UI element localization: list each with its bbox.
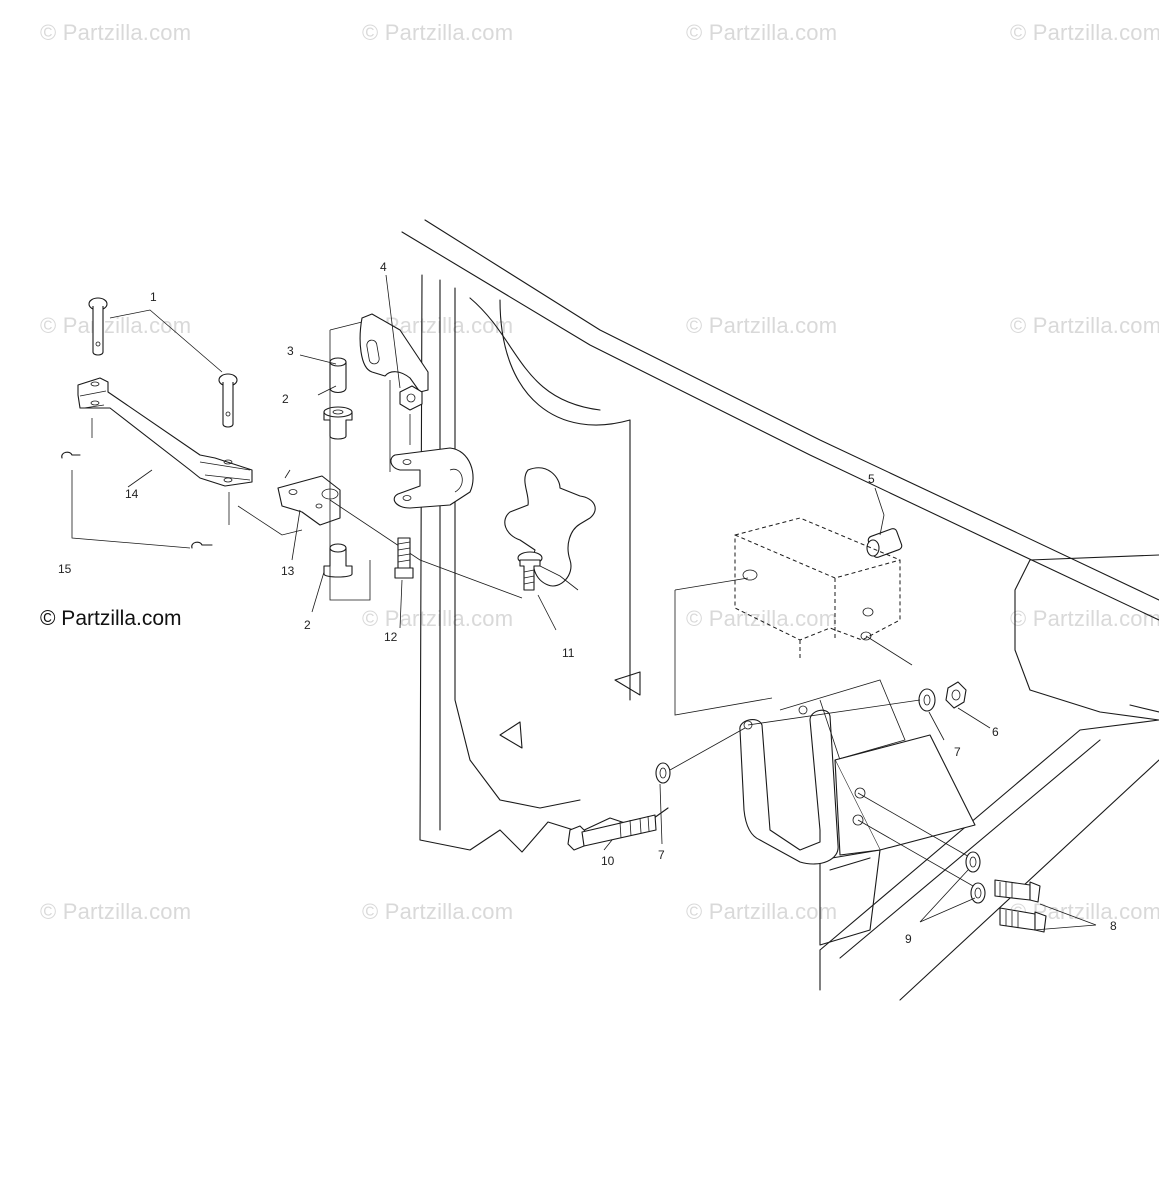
washer-7-lower — [655, 727, 746, 784]
bolt-12 — [394, 537, 414, 579]
watermark-text: © Partzilla.com — [40, 20, 192, 45]
callout-10: 10 — [601, 854, 615, 868]
bushing-2-upper — [323, 406, 353, 440]
component-box — [674, 517, 913, 716]
nut-6 — [945, 681, 967, 709]
bushing-2-lower — [323, 543, 353, 578]
callout-5: 5 — [868, 472, 875, 486]
partzilla-credit: © Partzilla.com — [40, 607, 182, 630]
callout-11: 11 — [562, 646, 575, 660]
watermark-text: © Partzilla.com — [1010, 313, 1159, 338]
link-rod-14 — [77, 377, 253, 525]
callout-2-upper: 2 — [282, 392, 289, 406]
callout-2-lower: 2 — [304, 618, 311, 632]
callout-12: 12 — [384, 630, 398, 644]
watermark-text: © Partzilla.com — [1010, 606, 1159, 631]
watermark-text: © Partzilla.com — [686, 20, 838, 45]
watermark-text: © Partzilla.com — [686, 899, 838, 924]
mounting-bracket — [739, 679, 906, 865]
watermark-text: © Partzilla.com — [40, 899, 192, 924]
bolt-axis-line — [747, 699, 921, 726]
bolt-10 — [567, 814, 657, 851]
washer-7-upper — [918, 688, 936, 712]
watermark-text: © Partzilla.com — [362, 20, 514, 45]
bolt-8 — [994, 879, 1047, 933]
callout-13: 13 — [281, 564, 295, 578]
callout-14: 14 — [125, 487, 139, 501]
callout-4: 4 — [380, 260, 387, 274]
bushing-5 — [866, 514, 903, 558]
callout-3: 3 — [287, 344, 294, 358]
callout-9: 9 — [905, 932, 912, 946]
callout-6: 6 — [992, 725, 999, 739]
washer-9 — [965, 851, 986, 904]
bolt-11 — [517, 551, 579, 591]
watermark-text: © Partzilla.com — [362, 899, 514, 924]
watermark-text: © Partzilla.com — [1010, 20, 1159, 45]
leader-lines — [127, 274, 1097, 931]
angle-bracket — [834, 734, 981, 891]
cotter-pin-15 — [61, 451, 213, 549]
callout-8: 8 — [1110, 919, 1117, 933]
callout-1: 1 — [150, 290, 157, 304]
clevis-pin-1 — [88, 297, 238, 428]
bracket-4 — [359, 313, 474, 509]
callout-15: 15 — [58, 562, 72, 576]
watermark-text: © Partzilla.com — [362, 606, 514, 631]
watermark-text: © Partzilla.com — [686, 606, 838, 631]
chassis-frame — [401, 219, 1159, 1001]
pivot-arm-13 — [237, 469, 523, 599]
callout-7-upper: 7 — [954, 745, 961, 759]
watermark-text: © Partzilla.com — [686, 313, 838, 338]
callout-7-lower: 7 — [658, 848, 665, 862]
